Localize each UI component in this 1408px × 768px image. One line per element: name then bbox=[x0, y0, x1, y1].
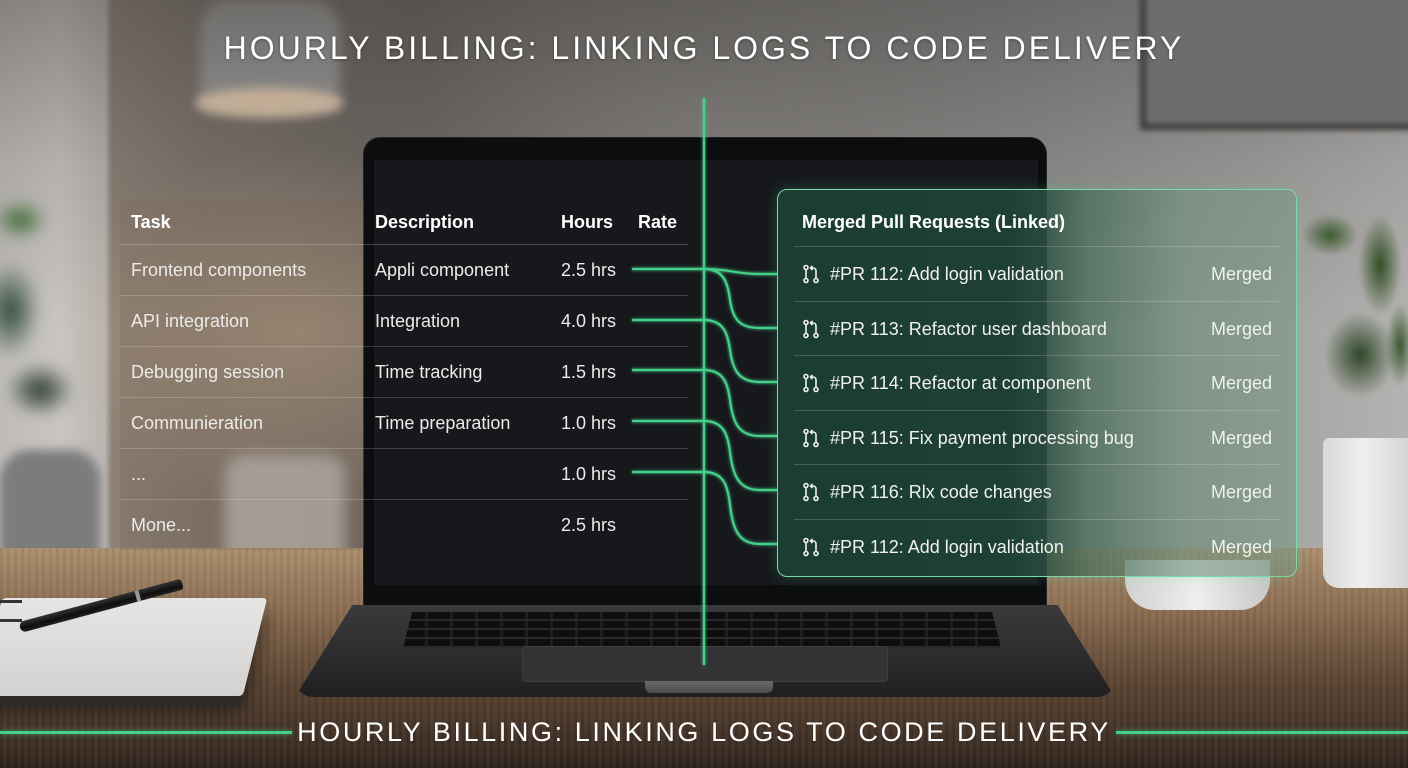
description-cell: Time preparation bbox=[375, 413, 511, 433]
pr-list: #PR 112: Add login validation Merged #PR… bbox=[794, 246, 1280, 573]
pr-list-item[interactable]: #PR 112: Add login validation Merged bbox=[794, 246, 1280, 301]
task-cell: API integration bbox=[131, 311, 250, 331]
footer-accent-line-right bbox=[1116, 731, 1408, 734]
footer-accent-line-left bbox=[0, 731, 292, 734]
git-pull-request-icon bbox=[803, 264, 819, 284]
pr-list-item[interactable]: #PR 112: Add login validation Merged bbox=[794, 518, 1280, 574]
table-row[interactable]: API integration Integration 4.0 hrs bbox=[120, 296, 688, 347]
pr-title[interactable]: #PR 113: Refactor user dashboard bbox=[830, 318, 1107, 339]
pr-title[interactable]: #PR 112: Add login validation bbox=[830, 264, 1064, 284]
table-row[interactable]: Frontend components Appli component 2.5 … bbox=[120, 245, 688, 296]
pr-panel-title: Merged Pull Requests (Linked) bbox=[802, 212, 1066, 232]
laptop-lid-notch bbox=[645, 681, 773, 693]
pr-status-badge: Merged bbox=[1210, 427, 1272, 448]
lamp-glow bbox=[195, 88, 343, 118]
background-plant bbox=[0, 190, 90, 450]
pr-title[interactable]: #PR 112: Add login validation bbox=[830, 536, 1064, 557]
footer-caption: HOURLY BILLING: LINKING LOGS TO CODE DEL… bbox=[0, 712, 1408, 752]
task-cell: Mone... bbox=[131, 515, 192, 535]
wall-picture-frame bbox=[1140, 0, 1408, 130]
task-cell: Communieration bbox=[131, 413, 264, 433]
description-cell: Time tracking bbox=[375, 362, 483, 382]
hours-cell: 2.5 hrs bbox=[561, 260, 617, 280]
description-cell: Appli component bbox=[375, 260, 510, 280]
hours-cell: 1.5 hrs bbox=[561, 362, 617, 382]
description-cell: Integration bbox=[375, 311, 461, 331]
hours-cell: 2.5 hrs bbox=[561, 515, 617, 535]
potted-plant bbox=[1300, 195, 1408, 445]
pr-status-badge: Merged bbox=[1210, 536, 1272, 557]
git-pull-request-icon bbox=[803, 482, 819, 502]
git-pull-request-icon bbox=[803, 319, 819, 338]
pr-status-badge: Merged bbox=[1210, 318, 1272, 339]
notebook bbox=[0, 598, 268, 696]
pr-list-item[interactable]: #PR 116: Rlx code changes Merged bbox=[794, 464, 1280, 519]
pr-title[interactable]: #PR 114: Refactor at component bbox=[830, 373, 1091, 393]
notebook-spiral bbox=[0, 600, 22, 622]
column-header-description[interactable]: Description bbox=[375, 212, 475, 232]
table-row[interactable]: Communieration Time preparation 1.0 hrs bbox=[120, 398, 688, 449]
merged-pr-panel: Merged Pull Requests (Linked) #PR 112: A… bbox=[777, 189, 1297, 577]
laptop-keyboard bbox=[403, 612, 1001, 648]
table-row[interactable]: Debugging session Time tracking 1.5 hrs bbox=[120, 347, 688, 398]
pr-status-badge: Merged bbox=[1210, 482, 1272, 502]
table-frost-overlay bbox=[120, 200, 364, 550]
background-chair bbox=[0, 450, 100, 560]
page-title: HOURLY BILLING: LINKING LOGS TO CODE DEL… bbox=[223, 30, 1185, 66]
table-row[interactable]: ... 1.0 hrs bbox=[120, 449, 688, 500]
laptop-trackpad bbox=[522, 646, 888, 682]
billing-table: Task Description Hours Rate Frontend com… bbox=[120, 200, 688, 551]
pr-title[interactable]: #PR 115: Fix payment processing bug bbox=[830, 427, 1134, 448]
column-header-hours[interactable]: Hours bbox=[561, 212, 614, 232]
git-pull-request-icon bbox=[803, 537, 819, 556]
table-header-row: Task Description Hours Rate bbox=[120, 200, 688, 245]
task-cell: Debugging session bbox=[131, 362, 285, 382]
task-cell: ... bbox=[131, 464, 147, 484]
git-pull-request-icon bbox=[803, 428, 819, 447]
pr-title[interactable]: #PR 116: Rlx code changes bbox=[830, 482, 1052, 502]
task-cell: Frontend components bbox=[131, 260, 307, 280]
pr-list-item[interactable]: #PR 113: Refactor user dashboard Merged bbox=[794, 300, 1280, 356]
background-vase bbox=[225, 455, 345, 565]
plant-pot bbox=[1323, 438, 1408, 588]
table-row[interactable]: Mone... 2.5 hrs bbox=[120, 500, 688, 551]
pr-status-badge: Merged bbox=[1210, 373, 1272, 393]
pr-list-item[interactable]: #PR 114: Refactor at component Merged bbox=[794, 355, 1280, 410]
footer-title: HOURLY BILLING: LINKING LOGS TO CODE DEL… bbox=[297, 717, 1111, 747]
hours-cell: 1.0 hrs bbox=[561, 413, 617, 433]
hours-cell: 4.0 hrs bbox=[561, 311, 617, 331]
git-pull-request-icon bbox=[803, 373, 819, 393]
hours-cell: 1.0 hrs bbox=[561, 464, 617, 484]
column-header-task[interactable]: Task bbox=[131, 212, 171, 232]
pr-status-badge: Merged bbox=[1210, 264, 1272, 284]
column-header-rate[interactable]: Rate bbox=[638, 212, 678, 232]
pr-list-item[interactable]: #PR 115: Fix payment processing bug Merg… bbox=[794, 409, 1280, 465]
